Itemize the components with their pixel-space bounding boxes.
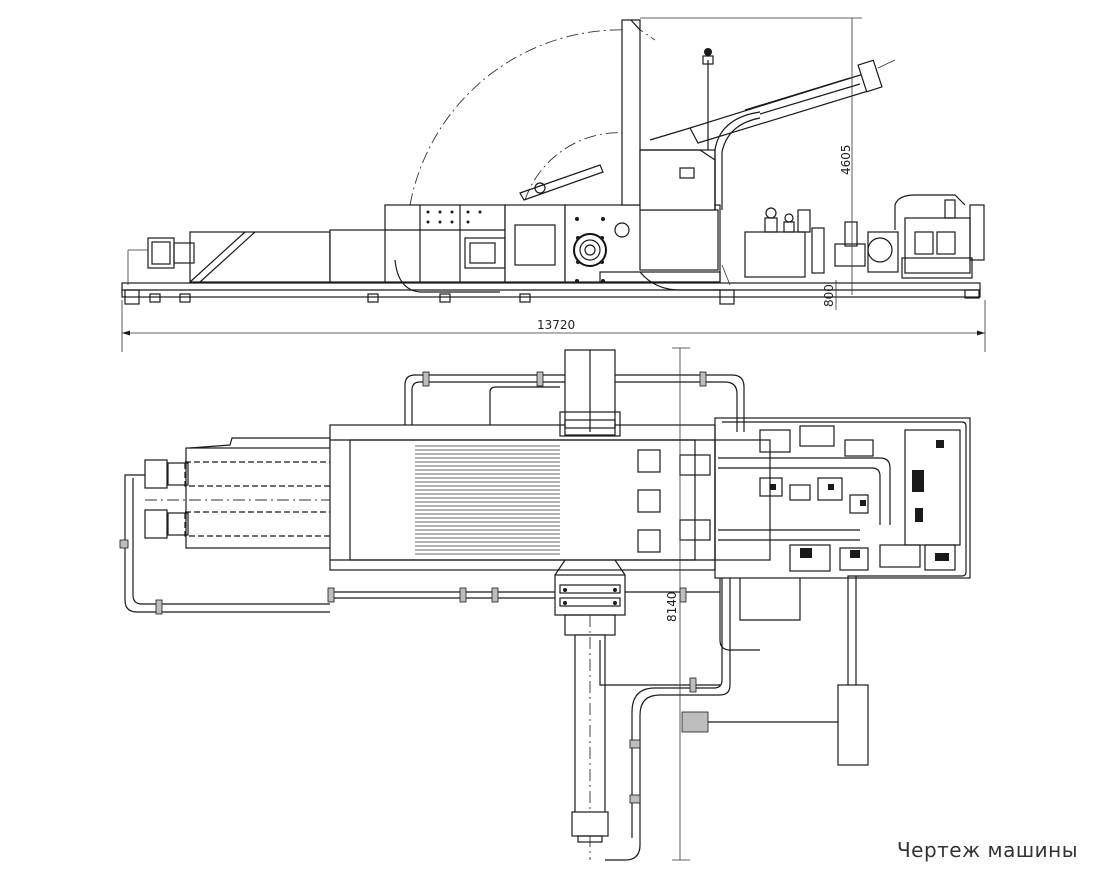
main-housing <box>564 204 721 283</box>
dim-base-label: 800 <box>822 284 836 307</box>
hydraulic-station-plan <box>714 417 971 579</box>
ram-flange <box>554 574 626 616</box>
oil-tank-pump <box>904 217 971 274</box>
push-cylinder-block <box>185 447 337 549</box>
dim-width-label: 8140 <box>665 591 679 622</box>
press-chamber-plan <box>329 424 716 571</box>
chamber-slats <box>415 445 560 555</box>
valve-block <box>744 231 806 278</box>
push-frame <box>189 231 331 283</box>
control-cabinet <box>837 684 869 766</box>
lift-cylinder <box>689 71 879 144</box>
plan-view: 8140 <box>119 347 971 861</box>
lid-swing-arc-inner <box>524 132 629 201</box>
foot-pedal <box>681 711 709 733</box>
dim-length-label: 13720 <box>537 318 575 332</box>
dim-height-label: 4605 <box>839 144 853 175</box>
lid-column <box>621 19 641 206</box>
main-cylinder-flange <box>573 233 607 267</box>
lid-swing-arc-outer <box>409 29 631 206</box>
drawing-caption: Чертеж машины <box>896 838 1078 862</box>
side-view: 4605 800 13720 <box>121 17 986 352</box>
